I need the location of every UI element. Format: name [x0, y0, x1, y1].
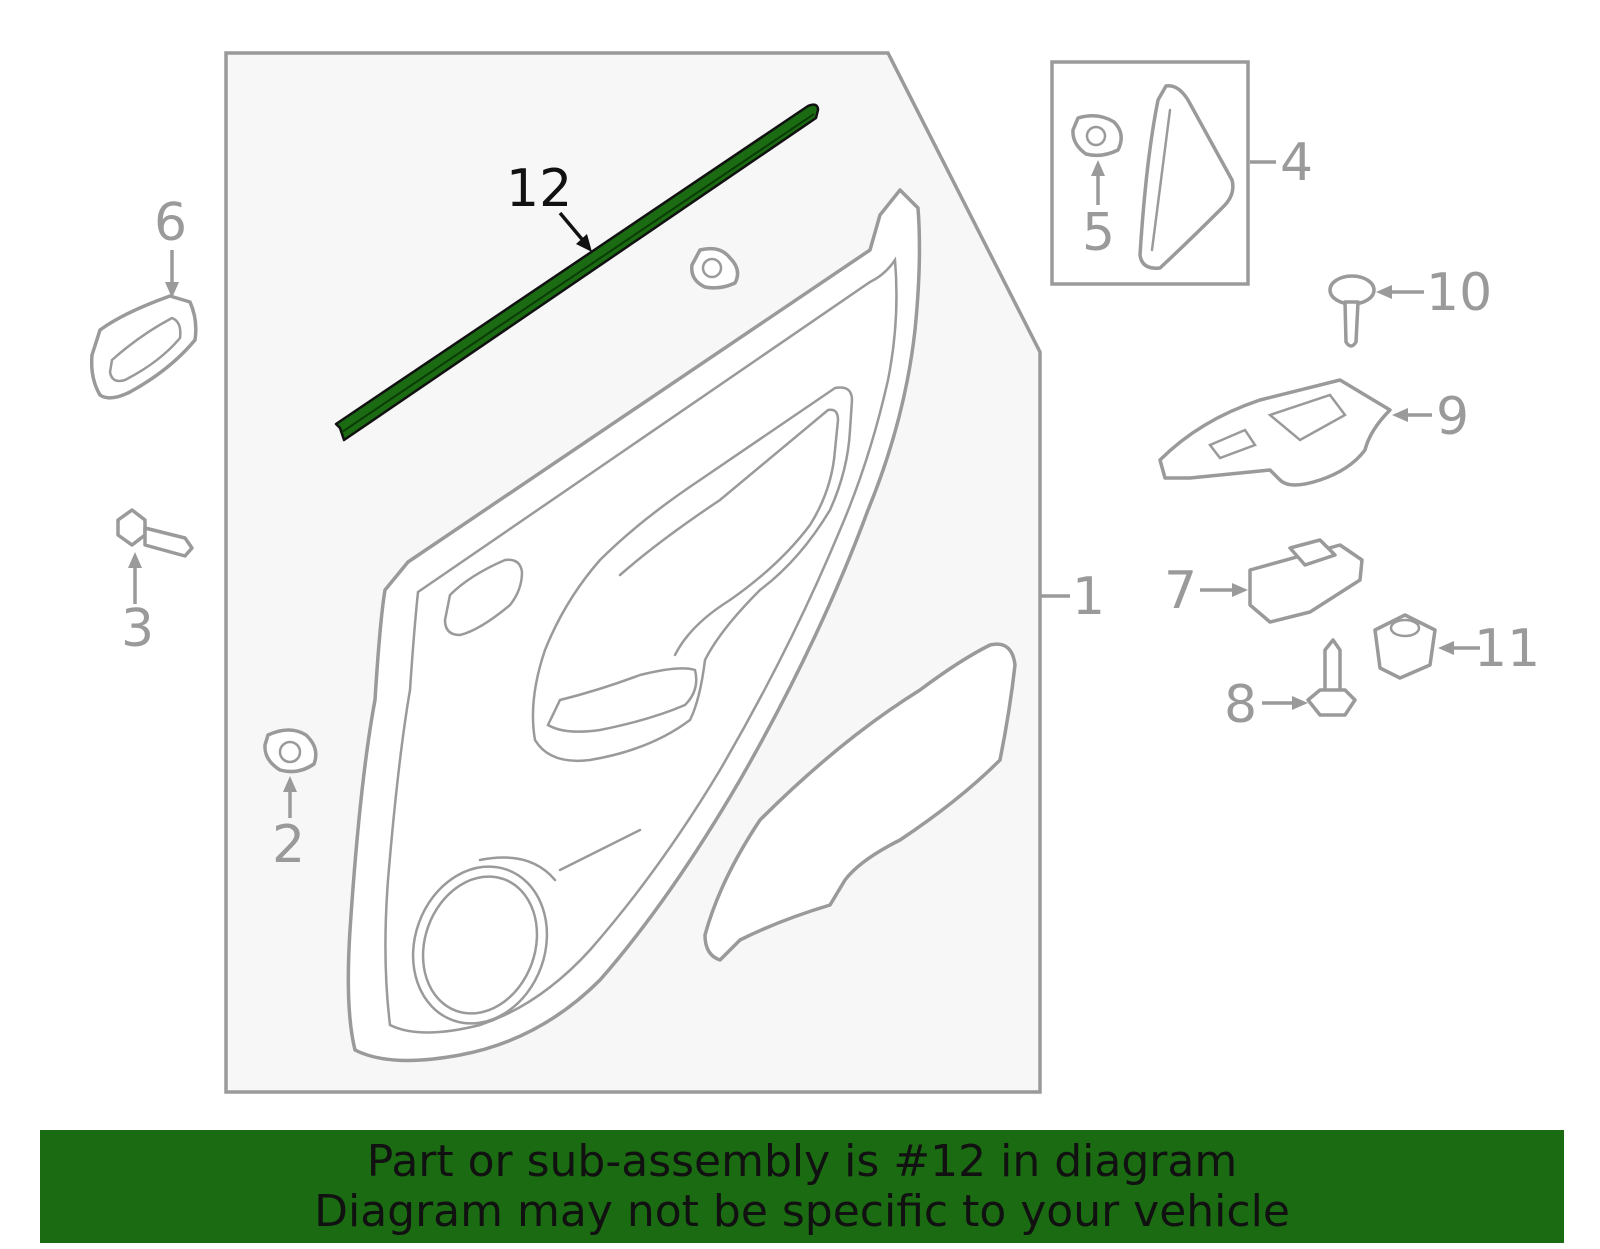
leader-lines	[128, 160, 1480, 818]
clip-5	[1071, 114, 1123, 158]
callout-3: 3	[121, 599, 154, 659]
corner-garnish-4	[1138, 84, 1235, 270]
callout-10: 10	[1426, 263, 1492, 323]
banner-part-message: Part or sub-assembly is #12 in diagram	[366, 1135, 1238, 1187]
banner-disclaimer: Diagram may not be specific to your vehi…	[314, 1185, 1290, 1237]
callout-2: 2	[272, 815, 305, 875]
callout-5: 5	[1082, 203, 1115, 263]
panel-clip	[690, 246, 740, 290]
group-box-4-5	[1050, 60, 1250, 286]
cap-11	[1373, 613, 1437, 680]
screw-10	[1328, 274, 1376, 348]
screw-8	[1306, 638, 1357, 717]
door-trim-panel	[346, 188, 922, 1063]
info-banner: Part or sub-assembly is #12 in diagram D…	[40, 1130, 1564, 1243]
callout-12: 12	[506, 159, 572, 219]
lower-trim-piece	[703, 642, 1017, 962]
switch-bezel-9	[1158, 378, 1392, 487]
callout-11: 11	[1474, 619, 1540, 679]
callout-9: 9	[1436, 387, 1469, 447]
callout-7: 7	[1164, 561, 1197, 621]
clip-2	[263, 728, 318, 774]
callout-1: 1	[1072, 567, 1105, 627]
callout-6: 6	[154, 193, 187, 253]
window-switch-7	[1248, 538, 1364, 624]
inside-handle-bezel	[89, 294, 198, 400]
belt-weatherstrip-highlighted	[334, 103, 820, 442]
callout-8: 8	[1224, 675, 1257, 735]
callout-4: 4	[1280, 133, 1313, 193]
screw-3	[116, 508, 194, 558]
